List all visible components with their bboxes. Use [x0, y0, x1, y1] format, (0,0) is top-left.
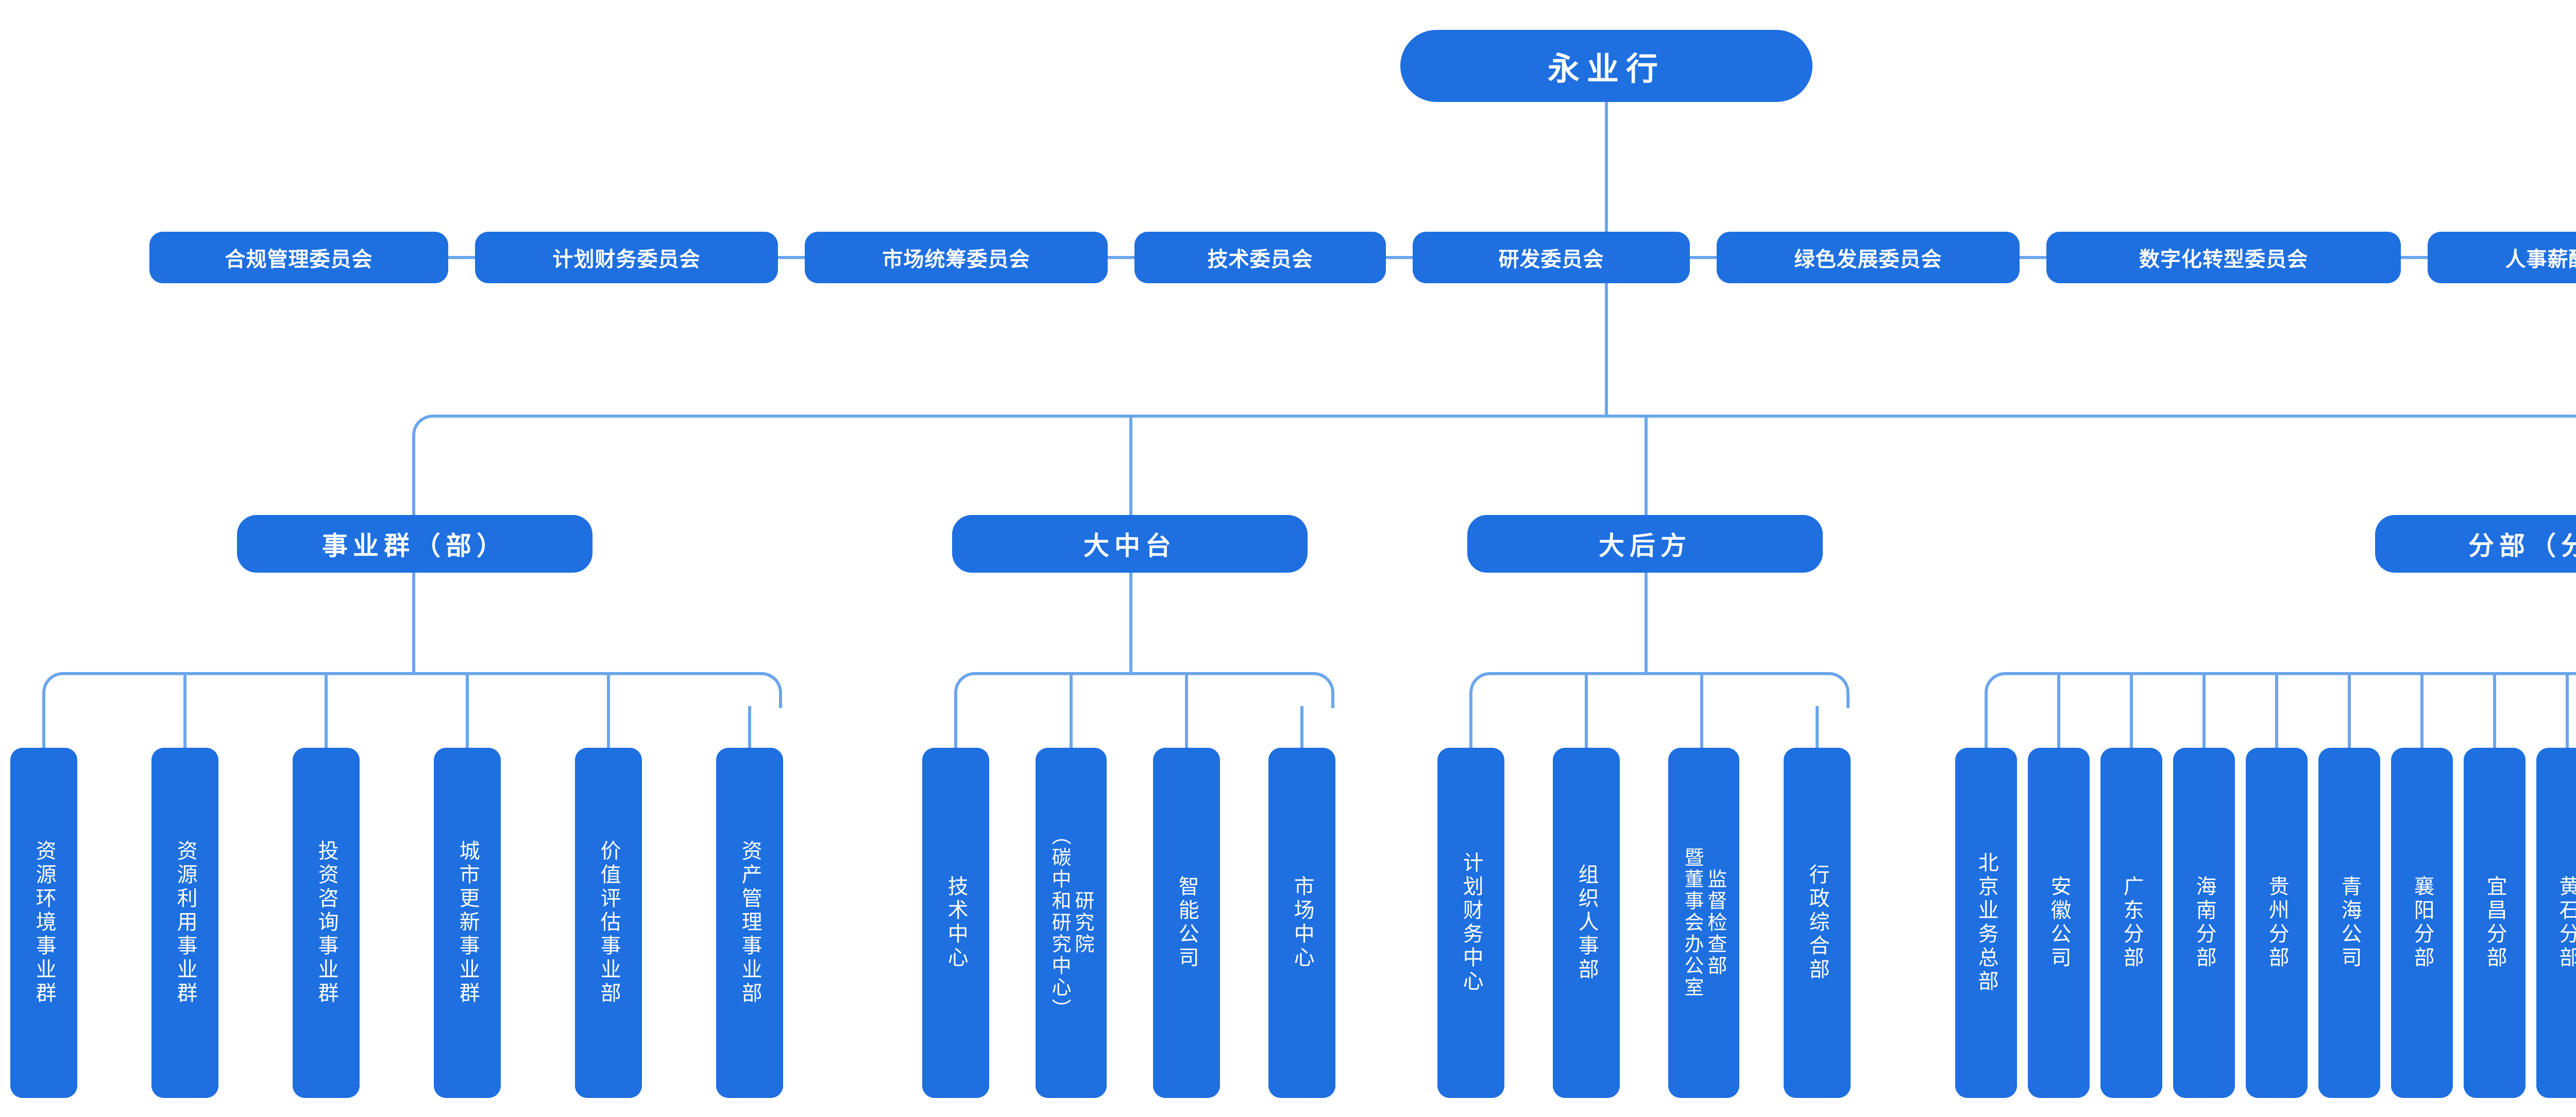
connector-committee-bus-5 [1690, 256, 1717, 259]
connector-g1-drop-2 [1185, 675, 1188, 749]
connector-g0-drop-4 [607, 675, 610, 749]
leaf-node-zhineng-gongsi[interactable]: 智能公司 [1153, 748, 1220, 1098]
connector-g3-drop-6 [2420, 675, 2424, 749]
leaf-col-sub: 暨董事会办公室 [1681, 847, 1704, 999]
connector-g3-drop-1 [2057, 675, 2060, 749]
connector-g3-drop-8 [2566, 675, 2569, 749]
connector-g3-drop-4 [2275, 675, 2278, 749]
leaf-node-jishu-zhongxin[interactable]: 技术中心 [922, 748, 989, 1098]
connector-g3-drop-3 [2202, 675, 2206, 749]
connector-g0-drop-2 [325, 675, 328, 749]
connector-g2-elbow-left [1469, 672, 1505, 708]
leaf-node-xingzheng-zonghe[interactable]: 行政综合部 [1784, 748, 1851, 1098]
connector-g0-stem [412, 573, 415, 674]
leaf-node-huangshi-fenbu[interactable]: 黄石分部 [2536, 748, 2576, 1098]
root-node-yongyehang[interactable]: 永业行 [1400, 30, 1812, 102]
leaf-node-hainan-fenbu[interactable]: 海南分部 [2173, 748, 2235, 1098]
leaf-node-yichang-fenbu[interactable]: 宜昌分部 [2464, 748, 2526, 1098]
connector-committee-bus-1 [448, 256, 475, 259]
connector-g2-drop-3 [1816, 706, 1819, 749]
leaf-node-jiazhi-pinggu[interactable]: 价值评估事业部 [575, 748, 642, 1098]
committee-node-0[interactable]: 合规管理委员会 [149, 232, 448, 283]
connector-g0-bus [76, 672, 748, 675]
connector-g2-drop-0 [1469, 706, 1472, 749]
leaf-node-guizhou-fenbu[interactable]: 贵州分部 [2246, 748, 2308, 1098]
connector-committee-bus-6 [2020, 256, 2046, 259]
group-node-shiyequn[interactable]: 事业群（部） [237, 515, 592, 573]
connector-group-elbow-left [412, 415, 448, 451]
committee-node-5[interactable]: 绿色发展委员会 [1717, 232, 2020, 283]
connector-g1-drop-0 [954, 706, 957, 749]
connector-g3-drop-5 [2348, 675, 2351, 749]
connector-committee-bus-3 [1108, 256, 1134, 259]
connector-committee-bus-2 [778, 256, 805, 259]
leaf-node-jihua-caiwu[interactable]: 计划财务中心 [1437, 748, 1504, 1098]
leaf-node-qinghai-gongsi[interactable]: 青海公司 [2318, 748, 2380, 1098]
connector-g0-elbow-right [746, 672, 782, 708]
connector-committee-bus-4 [1386, 256, 1413, 259]
committee-node-4[interactable]: 研发委员会 [1413, 232, 1690, 283]
group-node-dazhongtai[interactable]: 大中台 [952, 515, 1308, 573]
connector-g2-bus [1503, 672, 1816, 675]
connector-g1-drop-1 [1070, 675, 1073, 749]
leaf-node-touzi-zixun[interactable]: 投资咨询事业群 [293, 748, 360, 1098]
connector-g2-drop-2 [1700, 675, 1703, 749]
connector-root-stem-lower [1605, 283, 1608, 416]
leaf-col-main: 研究院 [1071, 890, 1094, 955]
leaf-node-zichan-guanli[interactable]: 资产管理事业部 [716, 748, 783, 1098]
leaf-node-shichang-zhongxin[interactable]: 市场中心 [1268, 748, 1335, 1098]
connector-g3-drop-7 [2493, 675, 2496, 749]
leaf-node-zuzhi-renshi[interactable]: 组织人事部 [1553, 748, 1620, 1098]
connector-g1-drop-3 [1300, 706, 1303, 749]
connector-g1-elbow-left [954, 672, 990, 708]
leaf-node-yanjiuyuan-tanzhonghe[interactable]: 研究院 （碳中和研究中心） [1036, 748, 1107, 1098]
connector-g2-stem [1645, 573, 1648, 674]
group-node-fenbu[interactable]: 分部（分公司） [2375, 515, 2576, 573]
connector-g0-drop-3 [466, 675, 469, 749]
connector-g3-bus [2019, 672, 2576, 675]
leaf-col-main: 监督检查部 [1704, 869, 1727, 977]
leaf-col-sub: （碳中和研究中心） [1048, 826, 1071, 1020]
connector-g2-drop-1 [1585, 675, 1588, 749]
group-node-dahoufang[interactable]: 大后方 [1467, 515, 1823, 573]
leaf-node-guangdong-fenbu[interactable]: 广东分部 [2100, 748, 2162, 1098]
connector-group-drop-1 [1129, 418, 1132, 543]
connector-root-stem [1605, 102, 1608, 251]
committee-node-3[interactable]: 技术委员会 [1134, 232, 1386, 283]
connector-g0-drop-5 [748, 706, 751, 749]
connector-g0-drop-1 [183, 675, 187, 749]
leaf-node-beijing-yewu-zongbu[interactable]: 北京业务总部 [1955, 748, 2017, 1098]
connector-g1-stem [1129, 573, 1132, 674]
connector-group-bus [446, 415, 2561, 418]
connector-g3-elbow-left [1985, 672, 2021, 708]
connector-g0-drop-0 [42, 706, 45, 749]
committee-node-1[interactable]: 计划财务委员会 [475, 232, 778, 283]
connector-group-drop-0 [412, 449, 415, 543]
connector-g1-bus [988, 672, 1300, 675]
connector-group-elbow-right [2558, 415, 2576, 451]
leaf-node-jiandu-jiancha[interactable]: 监督检查部 暨董事会办公室 [1668, 748, 1739, 1098]
leaf-node-anhui-gongsi[interactable]: 安徽公司 [2028, 748, 2090, 1098]
connector-g3-drop-2 [2130, 675, 2133, 749]
leaf-node-xiangyang-fenbu[interactable]: 襄阳分部 [2391, 748, 2453, 1098]
leaf-node-ziyuan-liyong[interactable]: 资源利用事业群 [151, 748, 218, 1098]
committee-node-6[interactable]: 数字化转型委员会 [2046, 232, 2401, 283]
committee-node-7[interactable]: 人事薪酬委员会 [2428, 232, 2576, 283]
connector-g1-elbow-right [1298, 672, 1334, 708]
connector-committee-bus-7 [2401, 256, 2428, 259]
committee-node-2[interactable]: 市场统筹委员会 [805, 232, 1108, 283]
leaf-node-chengshi-gengxin[interactable]: 城市更新事业群 [434, 748, 501, 1098]
connector-g3-drop-0 [1985, 706, 1988, 749]
connector-group-drop-2 [1645, 418, 1648, 543]
connector-g2-elbow-right [1814, 672, 1850, 708]
connector-g0-elbow-left [42, 672, 78, 708]
leaf-node-ziyuan-huanjing[interactable]: 资源环境事业群 [10, 748, 77, 1098]
